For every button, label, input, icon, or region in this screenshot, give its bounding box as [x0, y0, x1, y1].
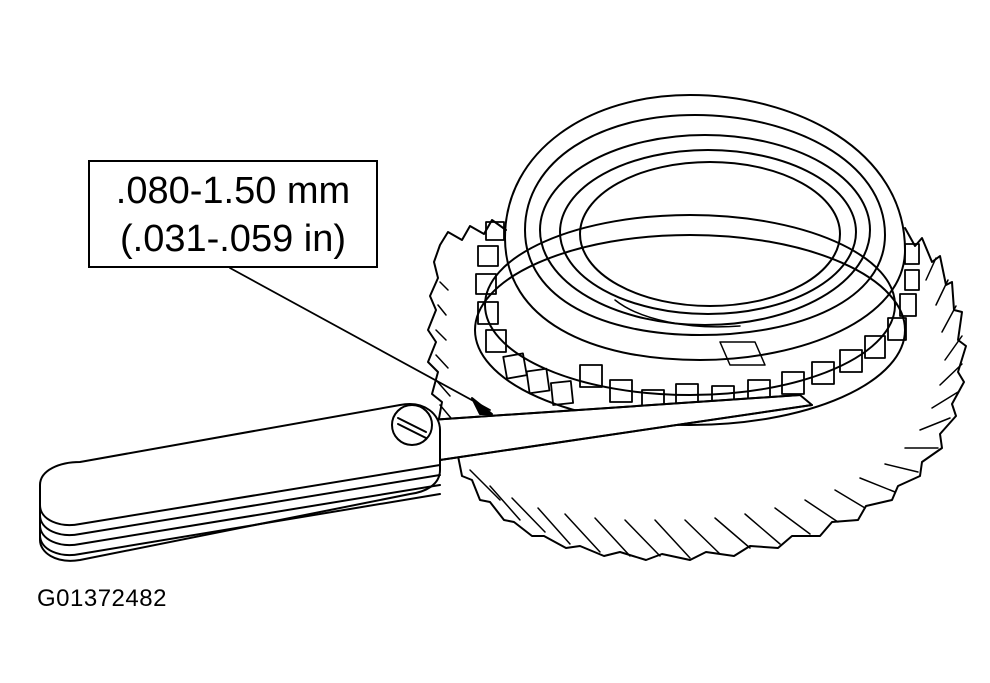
clearance-callout: .080-1.50 mm (.031-.059 in)	[88, 160, 378, 268]
clearance-imperial: (.031-.059 in)	[119, 218, 346, 260]
leader-arrowhead	[471, 397, 493, 415]
figure-id: G01372482	[37, 585, 167, 612]
leader-line	[229, 267, 491, 411]
clearance-metric: .080-1.50 mm	[115, 170, 351, 212]
synchronizer-ring	[474, 214, 920, 426]
dog-teeth	[475, 221, 920, 413]
gear-teeth-outline	[427, 219, 967, 561]
gear-cone	[504, 94, 906, 366]
helical-gear	[427, 219, 967, 561]
feeler-gauge-blade	[429, 394, 813, 461]
feeler-gauge-handle	[39, 403, 441, 562]
